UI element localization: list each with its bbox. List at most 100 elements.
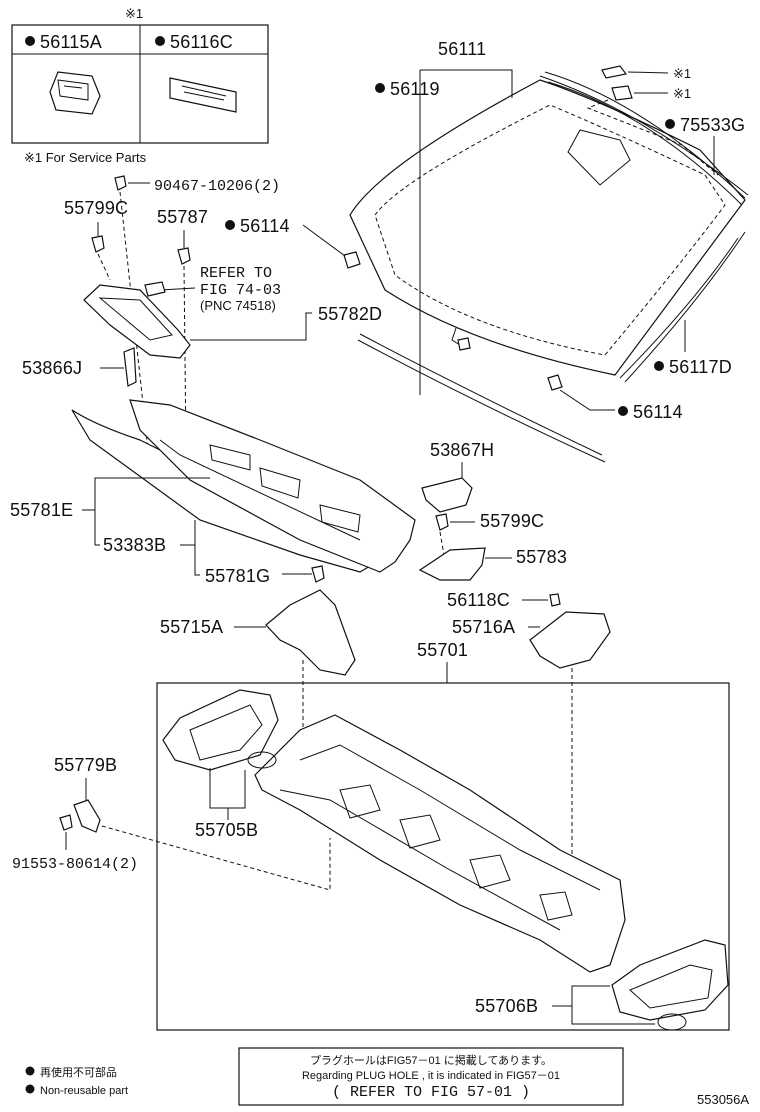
figure-id: 553056A <box>697 1092 749 1107</box>
label-55787: 55787 <box>157 207 208 227</box>
side-moulding-inner <box>619 237 739 379</box>
leader-55706b-bottom <box>571 1006 655 1025</box>
part-56115a-label: 56115A <box>40 32 102 52</box>
sensor-connector <box>457 337 471 351</box>
service-clip-b <box>611 85 633 101</box>
label-90467: 90467-10206(2) <box>154 178 280 195</box>
leader-refer <box>159 287 196 291</box>
service-parts-box: ※1 56115A 56116C ※1 For Service Parts <box>11 6 269 165</box>
label-55701: 55701 <box>417 640 468 660</box>
part-56116c-label: 56116C <box>170 32 233 52</box>
non-reusable-dot <box>665 119 675 129</box>
legend-en: Non-reusable part <box>40 1085 128 1097</box>
label-56114-bottom: 56114 <box>633 402 683 422</box>
label-star1-a: ※1 <box>673 66 691 81</box>
bracket-55782d-drawing <box>83 284 191 359</box>
label-53867h: 53867H <box>430 440 494 460</box>
cowl-panel-55701-drawing <box>254 714 626 973</box>
brace-55716a <box>529 611 611 669</box>
plug-hole-note-ref: ( REFER TO FIG 57-01 ) <box>332 1084 530 1101</box>
leader-53383b-vert <box>194 520 200 576</box>
clip-55781g <box>311 565 325 583</box>
non-reusable-dot <box>225 220 235 230</box>
bracket-55705b-drawing <box>162 689 279 771</box>
cowl-panel-group-frame <box>156 682 730 1031</box>
bracket-55779b <box>73 799 101 833</box>
refer-line-2: FIG 74-03 <box>200 282 281 299</box>
dash-55779b <box>101 825 331 891</box>
leader-55781e <box>82 477 210 511</box>
clip-56115a-drawing <box>49 71 101 115</box>
dash-55787 <box>183 265 187 451</box>
leader-55705b-bracket <box>209 768 246 809</box>
label-56118c: 56118C <box>447 590 510 610</box>
leader-55706b-top <box>552 985 610 1007</box>
bracket-55783 <box>418 547 486 581</box>
sensor-wire <box>451 327 461 346</box>
label-75533g: 75533G <box>680 115 745 135</box>
label-91553: 91553-80614(2) <box>12 856 138 873</box>
cover-53867h <box>421 477 473 513</box>
refer-line-1: REFER TO <box>200 265 272 282</box>
label-55782d: 55782D <box>318 304 382 324</box>
non-reusable-dot <box>25 1084 35 1094</box>
label-56111: 56111 <box>438 39 486 59</box>
clip-56118c <box>549 593 561 607</box>
bolt-90467 <box>114 175 127 191</box>
plug-hole-note-en: Regarding PLUG HOLE , it is indicated in… <box>302 1070 560 1082</box>
clip-55787 <box>177 247 191 265</box>
label-56117d: 56117D <box>669 357 732 377</box>
dash-55799c-right <box>439 531 445 556</box>
clip-56114-bottom <box>547 374 563 391</box>
roof-moulding-75533g <box>544 71 746 199</box>
label-star1-b: ※1 <box>673 86 691 101</box>
service-parts-note: ※1 For Service Parts <box>24 150 147 165</box>
leader-55782d <box>190 312 312 341</box>
label-55783: 55783 <box>516 547 567 567</box>
service-mark: ※1 <box>125 6 143 21</box>
label-55716a: 55716A <box>452 617 515 637</box>
label-55706b: 55706B <box>475 996 538 1016</box>
side-moulding-56117d <box>624 231 746 383</box>
label-53866j: 53866J <box>22 358 82 378</box>
label-55779b: 55779B <box>54 755 117 775</box>
weatherstrip-inner <box>359 333 603 456</box>
refer-clip <box>144 281 166 297</box>
cowl-louver-drawing <box>71 399 416 573</box>
dash-55799c-top <box>97 253 111 281</box>
leader-53383b-branch <box>94 510 100 546</box>
bracket-55706b-drawing <box>611 939 729 1031</box>
bolt-91553 <box>59 814 73 831</box>
label-56119: 56119 <box>390 79 440 99</box>
leader-56114-top <box>302 224 346 257</box>
clip-55799c-right <box>435 513 449 531</box>
leader-56111 <box>420 69 513 98</box>
clip-55799c-top <box>91 235 105 253</box>
bracket-53866j <box>123 347 137 387</box>
label-55715a: 55715A <box>160 617 223 637</box>
refer-line-3: (PNC 74518) <box>200 298 276 313</box>
non-reusable-dot <box>375 83 385 93</box>
dash-service-clips <box>586 99 719 176</box>
plug-hole-note-jp: プラグホールはFIG57－01 に掲載してあります。 <box>310 1053 552 1067</box>
label-55799c-right: 55799C <box>480 511 544 531</box>
roof-moulding-inner <box>547 81 743 206</box>
label-55705b: 55705B <box>195 820 258 840</box>
clip-56114-top <box>343 251 361 269</box>
leader-star1-a <box>627 71 669 74</box>
label-55781g: 55781G <box>205 566 270 586</box>
label-55799c-top: 55799C <box>64 198 128 218</box>
leader-56114-bottom <box>559 389 615 411</box>
clip-56116c-drawing <box>169 77 237 113</box>
non-reusable-dot <box>25 36 35 46</box>
brace-55715a <box>265 589 356 676</box>
non-reusable-dot <box>654 361 664 371</box>
plug-hole-note-box <box>238 1047 624 1106</box>
non-reusable-dot <box>618 406 628 416</box>
non-reusable-dot <box>25 1066 35 1076</box>
label-53383b: 53383B <box>103 535 166 555</box>
legend-jp: 再使用不可部品 <box>40 1065 117 1079</box>
label-56114-top: 56114 <box>240 216 290 236</box>
